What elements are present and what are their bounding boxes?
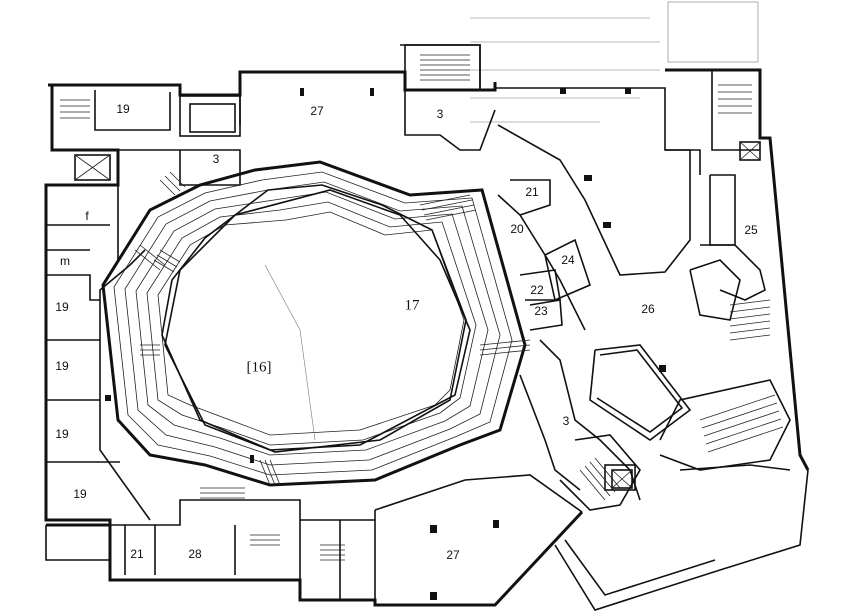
room-label-21-right: 21 [525, 185, 539, 199]
room-label-23: 23 [534, 304, 548, 318]
stair-bottom-center [200, 487, 345, 561]
room-label-16: [16] [247, 359, 272, 375]
stair-top-center [420, 54, 470, 81]
room-label-19-c: 19 [55, 427, 69, 441]
stair-right-lower [699, 394, 784, 453]
room-label-24: 24 [561, 253, 575, 267]
stair-top-right [718, 84, 752, 114]
room-label-20: 20 [510, 222, 524, 236]
stair-bottom-entry [579, 457, 621, 501]
room-label-17: 17 [405, 297, 421, 313]
room-label-26: 26 [641, 302, 655, 316]
outer-walls [44, 68, 810, 611]
background-text [470, 1, 759, 123]
aisle-stairs [140, 194, 531, 486]
room-label-19-b: 19 [55, 359, 69, 373]
room-label-25: 25 [744, 223, 758, 237]
stairs [60, 54, 784, 561]
room-label-3-top: 3 [437, 107, 444, 121]
room-label-21-bottom: 21 [130, 547, 144, 561]
room-labels: 19 27 3 3 f m 19 19 19 19 21 20 24 22 23… [55, 102, 758, 562]
room-label-22: 22 [530, 283, 544, 297]
room-label-f: f [85, 209, 89, 223]
room-label-19-d: 19 [73, 487, 87, 501]
lift-shafts [74, 141, 761, 489]
room-label-27-bottom: 27 [446, 548, 460, 562]
stair-left-diagonal [134, 171, 186, 271]
room-label-28: 28 [188, 547, 202, 561]
room-label-27-top: 27 [310, 104, 324, 118]
interior-walls [46, 44, 791, 600]
room-label-3-right: 3 [563, 414, 570, 428]
columns [105, 88, 666, 600]
room-label-3-left: 3 [213, 152, 220, 166]
room-label-19-a: 19 [55, 300, 69, 314]
room-label-m: m [60, 254, 70, 268]
auditorium [101, 160, 531, 487]
room-label-19-top: 19 [116, 102, 130, 116]
stair-upper-left [60, 99, 90, 119]
stair-right-lobby [729, 299, 771, 341]
